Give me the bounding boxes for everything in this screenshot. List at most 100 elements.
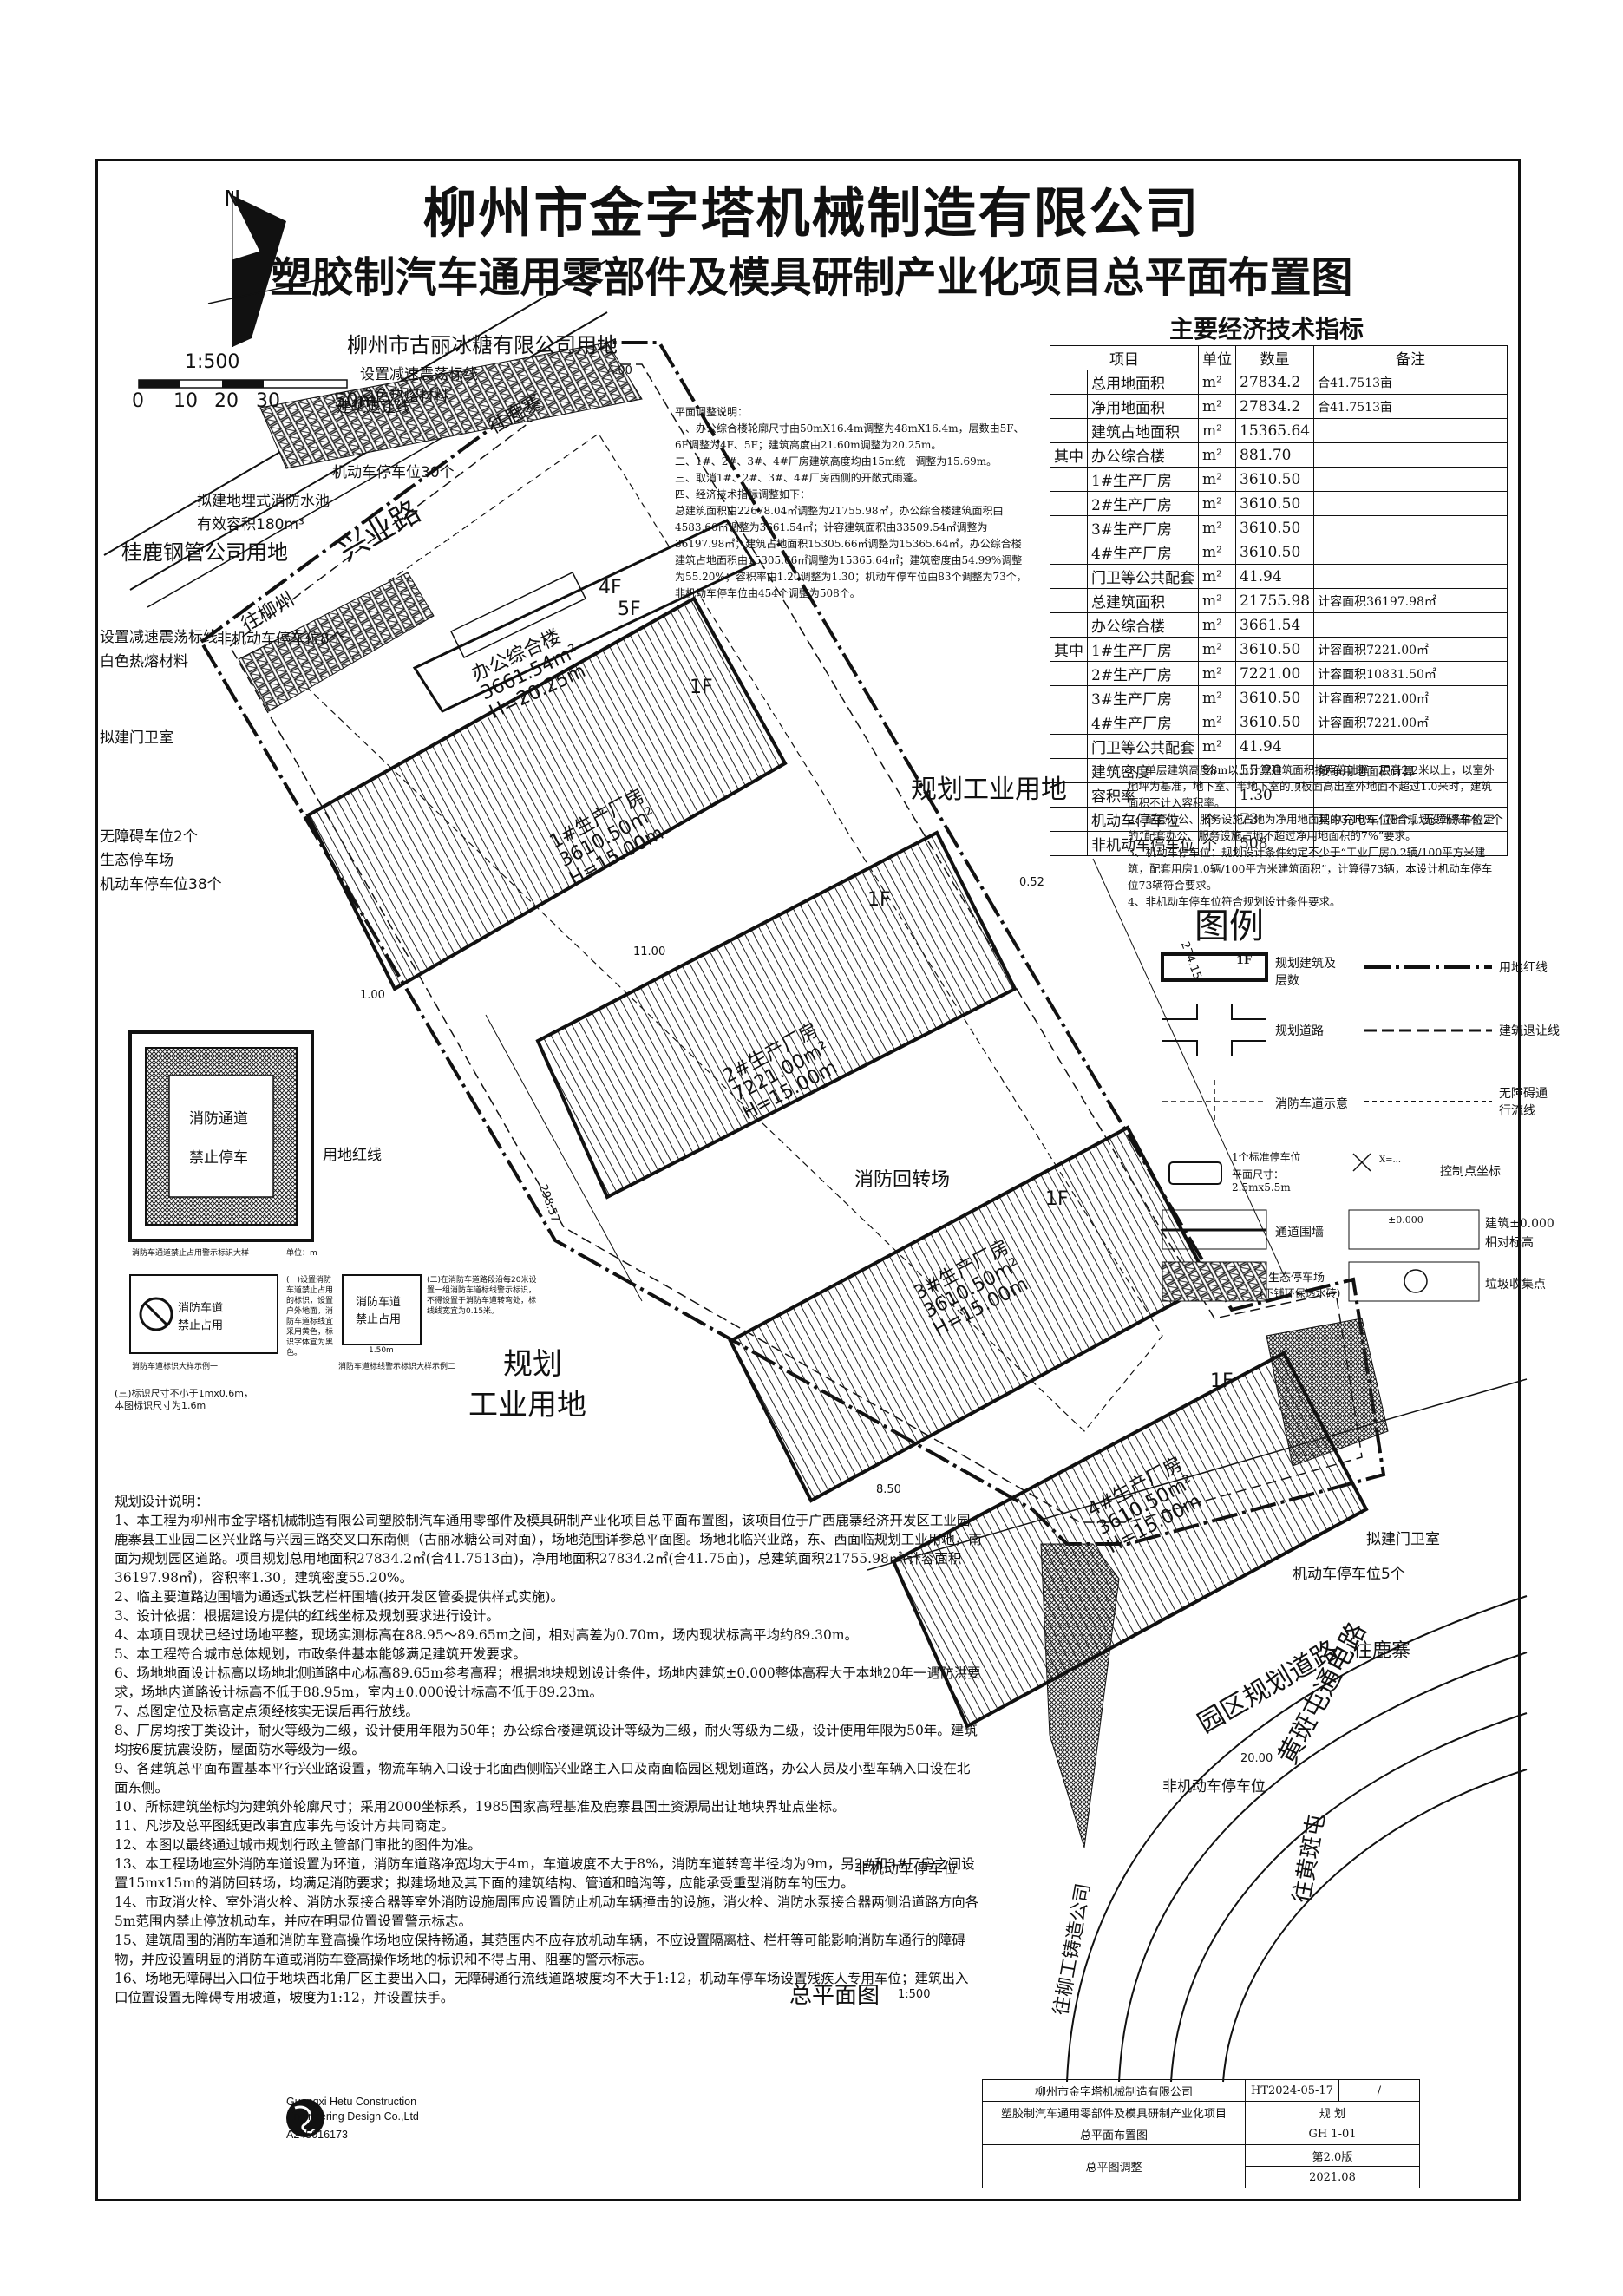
eco-note [1313, 467, 1508, 492]
north-arrow-icon [207, 191, 330, 347]
legend-floor-tag: 1F [1236, 954, 1253, 967]
sign-unit: 单位：m [286, 1249, 317, 1258]
legend-eco-parking: 生态停车场 [1268, 1272, 1325, 1285]
dim-line-east [1092, 858, 1285, 1276]
legend-parking-size: 2.5mx5.5m [1232, 1181, 1291, 1194]
design-note: 1、本工程为柳州市金字塔机械制造有限公司塑胶制汽车通用零部件及模具研制产业化项目… [115, 1513, 982, 1586]
eco-qty: 3610.50 [1234, 637, 1315, 662]
eco-unit: m² [1198, 685, 1236, 710]
eco-group [1050, 540, 1088, 565]
road-park [867, 1378, 1528, 2083]
label-setback: 建筑退让线 [337, 399, 410, 416]
label-nonmoto-bottom: 非机动车停车位 [854, 1861, 958, 1878]
eco-item: 2#生产厂房 [1087, 661, 1199, 686]
eco-note: 计容面积10831.50㎡ [1313, 661, 1508, 686]
eco-group [1050, 612, 1088, 638]
tb-drawing: 总平面布置图 [982, 2123, 1246, 2145]
eco-note: 合41.7513亩 [1313, 370, 1508, 395]
sign-fire-lane-2: 禁止停车 [189, 1149, 248, 1167]
eco-item: 1#生产厂房 [1087, 637, 1199, 662]
company-cert: A245016173 [286, 2129, 348, 2141]
eco-item: 4#生产厂房 [1087, 710, 1199, 735]
sign-note-b: (二)在消防车道路段沿每20米设置一组消防车道标线警示标识，不得设置于消防车道转… [427, 1276, 537, 1316]
eco-group [1050, 734, 1088, 759]
label-fire-turn: 消防回转场 [854, 1169, 951, 1191]
eco-group [1050, 564, 1088, 589]
legend-control-point: 控制点坐标 [1440, 1165, 1501, 1179]
north-label: N [224, 186, 241, 213]
eco-item: 3#生产厂房 [1087, 515, 1199, 540]
fire-lane-loop [277, 433, 1163, 1432]
company-logo-icon [286, 2099, 324, 2137]
table-notes: 1、单层建筑高度8m以上计算建筑面积按两倍计算，层高2.2米以上，以室外地坪为基… [1128, 762, 1501, 910]
sign-detail-fire-lane [128, 1030, 314, 1242]
scale-tick-50: 50m [334, 390, 377, 412]
eco-note [1313, 515, 1508, 540]
plant2-floor: 1F [867, 889, 891, 911]
neighbor-sw-2: 工业用地 [468, 1388, 586, 1423]
title-block: 柳州市金字塔机械制造有限公司 HT2024-05-17 / 塑胶制汽车通用零部件… [982, 2079, 1420, 2188]
eco-item: 办公综合楼 [1087, 442, 1199, 468]
sign-detail-rect [342, 1274, 422, 1345]
legend-parking-space: 1个标准停车位 [1232, 1151, 1301, 1163]
eco-note [1313, 491, 1508, 516]
eco-note: 计容面积36197.98㎡ [1313, 588, 1508, 613]
road-to-luzhai-bottom: 往鹿寨 [1353, 1640, 1411, 1662]
office-floor-4f: 4F [599, 577, 622, 599]
legend-setback-line: 建筑退让线 [1499, 1024, 1560, 1038]
adjust-note: 二、1#、2#、3#、4#厂房建筑高度均由15m统一调整为15.69m。 [675, 455, 998, 468]
tb-date: 2021.08 [1245, 2166, 1420, 2188]
sign-note-c: (三)标识尺寸不小于1mx0.6m，本图标识尺寸为1.6m [115, 1388, 254, 1411]
eco-note: 合41.7513亩 [1313, 394, 1508, 419]
tb-content: 总平图调整 [982, 2144, 1246, 2188]
legend-wall: 通道围墙 [1275, 1226, 1324, 1240]
eco-unit: m² [1198, 637, 1236, 662]
company-title: 柳州市金字塔机械制造有限公司 [422, 181, 1201, 245]
scale-tick-20: 20 [214, 390, 239, 412]
legend-symbols [1161, 952, 1492, 1302]
eco-item: 门卫等公共配套 [1087, 564, 1199, 589]
label-moto-30: 机动车停车位30个 [332, 464, 455, 481]
eco-item: 容积率 [1087, 782, 1199, 808]
eco-qty: 27834.2 [1234, 394, 1315, 419]
legend-coord-tag: X=... [1379, 1155, 1402, 1165]
adjust-note: 四、经济技术指标调整如下： [675, 488, 811, 500]
scale-tick-0: 0 [132, 390, 144, 412]
eco-qty: 3610.50 [1234, 685, 1315, 710]
sign-caption-3: 消防车道标线警示标识大样示例二 [338, 1363, 456, 1371]
eco-header-row: 项目 单位 数量 备注 [1050, 345, 1508, 370]
drawing-frame [95, 159, 1521, 2201]
tb-project: 塑胶制汽车通用零部件及模具研制产业化项目 [982, 2101, 1246, 2123]
eco-group [1050, 710, 1088, 735]
neighbor-north: 柳州市古丽冰糖有限公司用地 [347, 333, 618, 357]
eco-item: 4#生产厂房 [1087, 540, 1199, 565]
sign-rect-2: 禁止占用 [356, 1313, 402, 1326]
legend-parking-size-label: 平面尺寸： [1232, 1168, 1285, 1181]
eco-unit [1198, 782, 1236, 808]
eco-note: 计容面积7221.00㎡ [1313, 637, 1508, 662]
eco-group [1050, 831, 1088, 856]
eco-qty: 7221.00 [1234, 661, 1315, 686]
eco-qty: 41.94 [1234, 564, 1315, 589]
eco-unit: m² [1198, 394, 1236, 419]
label-speed-bump-left: 设置减速震荡标线 [100, 629, 218, 646]
plant-2 [535, 830, 1018, 1200]
label-fire-pool-1: 拟建地埋式消防水池 [197, 493, 330, 510]
label-white-hot-top: 白色热熔材料 [360, 388, 448, 405]
eco-table-title: 主要经济技术指标 [1168, 315, 1364, 343]
design-note: 7、总图定位及标高定点须经核实无误后再行放线。 [115, 1704, 419, 1719]
eco-group [1050, 807, 1088, 832]
dim-line-west [485, 1014, 643, 1302]
label-fire-pool-2: 有效容积180m³ [197, 516, 304, 533]
eco-qty: 3610.50 [1234, 491, 1315, 516]
sign-detail-round [129, 1274, 278, 1354]
eco-group: 其中 [1050, 637, 1088, 662]
